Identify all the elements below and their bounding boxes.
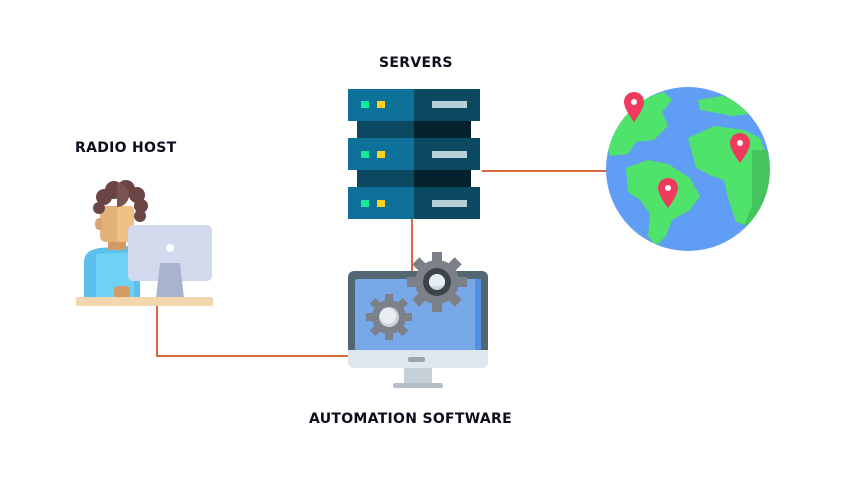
- location-pin-icon: [730, 133, 750, 163]
- globe-with-pins-icon: [606, 87, 770, 251]
- status-led-green: [361, 200, 369, 207]
- server-unit: [348, 138, 480, 170]
- monitor-gears-icon: [348, 252, 488, 388]
- continent: [688, 126, 768, 226]
- connector-radio-host-to-automation: [156, 305, 348, 357]
- location-pin-icon: [658, 178, 678, 208]
- person-at-computer-icon: [76, 180, 213, 306]
- continent: [626, 160, 700, 246]
- location-pin-icon: [624, 92, 644, 122]
- drive-slot: [432, 151, 467, 158]
- server-unit: [348, 187, 480, 219]
- servers-label: SERVERS: [379, 55, 453, 71]
- status-led-yellow: [377, 151, 385, 158]
- status-led-green: [361, 101, 369, 108]
- desk: [76, 297, 213, 306]
- automation-software-label: AUTOMATION SOFTWARE: [309, 411, 512, 427]
- gear-icon: [366, 294, 412, 340]
- status-led-yellow: [377, 200, 385, 207]
- status-led-yellow: [377, 101, 385, 108]
- monitor-screen: [128, 225, 212, 281]
- server-unit: [348, 89, 480, 121]
- radio-host-label: RADIO HOST: [75, 140, 177, 156]
- drive-slot: [432, 101, 467, 108]
- gear-icon: [407, 252, 467, 312]
- status-led-green: [361, 151, 369, 158]
- drive-slot: [432, 200, 467, 207]
- server-rack-icon: [348, 89, 480, 219]
- connectors: [156, 170, 607, 357]
- continent: [606, 92, 672, 156]
